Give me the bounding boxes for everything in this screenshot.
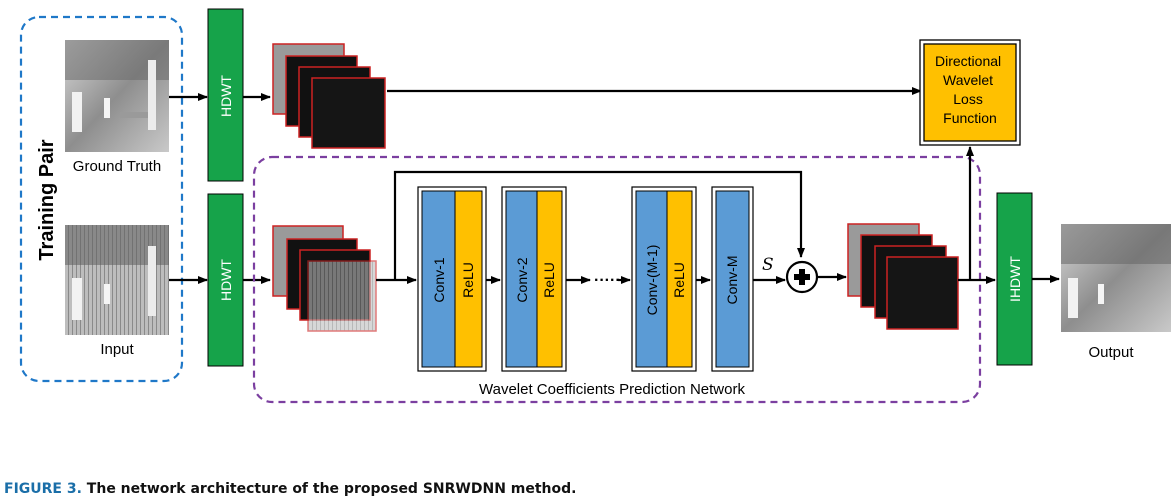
input-image (65, 225, 169, 335)
conv-2-label: Conv-2 (514, 257, 530, 302)
relu-2-label: ReLU (541, 262, 557, 298)
relu-1-label: ReLU (460, 262, 476, 298)
hdwt-block-top (207, 8, 244, 182)
loss-function-box (923, 43, 1017, 142)
figure-caption-text: The network architecture of the proposed… (86, 481, 577, 497)
conv-block-m: Conv-M (711, 186, 754, 372)
conv-block-2: Conv-2 ReLU (501, 186, 567, 372)
hdwt-label-top: HDWT (218, 75, 234, 117)
figure-number: FIGURE 3. (4, 481, 82, 497)
sum-node-icon (785, 260, 819, 294)
relu-m-1-label: ReLU (671, 262, 687, 298)
input-label: Input (100, 341, 134, 358)
conv-block-m-1: Conv-(M-1) ReLU (631, 186, 697, 372)
ground-truth-image (65, 40, 169, 152)
hdwt-block-bottom (207, 193, 244, 367)
ellipsis: ····· (594, 272, 621, 289)
training-pair-box (19, 15, 184, 383)
architecture-diagram: Training Pair Ground Truth Input HDWT HD… (19, 8, 1171, 404)
output-image (1061, 224, 1171, 332)
loss-function-label: Directional Wavelet Loss Function (935, 53, 1005, 126)
loss-line-2: Wavelet (943, 72, 993, 88)
figure-caption: FIGURE 3. The network architecture of th… (4, 481, 576, 497)
loss-line-1: Directional (935, 53, 1001, 69)
ground-truth-label: Ground Truth (73, 158, 161, 175)
conv-block-1: Conv-1 ReLU (417, 186, 487, 372)
training-pair-label: Training Pair (36, 139, 58, 260)
predicted-wavelet-coefficients (847, 223, 959, 330)
ihdwt-label: IHDWT (1007, 256, 1023, 302)
gt-wavelet-coefficients (272, 43, 386, 149)
conv-m-label: Conv-M (724, 255, 740, 304)
input-wavelet-coefficients (272, 225, 377, 332)
skip-connection (393, 170, 805, 280)
loss-line-4: Function (943, 110, 997, 126)
conv-1-label: Conv-1 (431, 257, 447, 302)
network-label: Wavelet Coefficients Prediction Network (479, 381, 745, 398)
output-label: Output (1088, 344, 1134, 361)
scale-symbol: S (762, 255, 774, 275)
loss-line-3: Loss (953, 91, 983, 107)
hdwt-label-bottom: HDWT (218, 259, 234, 301)
conv-m-1-label: Conv-(M-1) (644, 245, 660, 316)
